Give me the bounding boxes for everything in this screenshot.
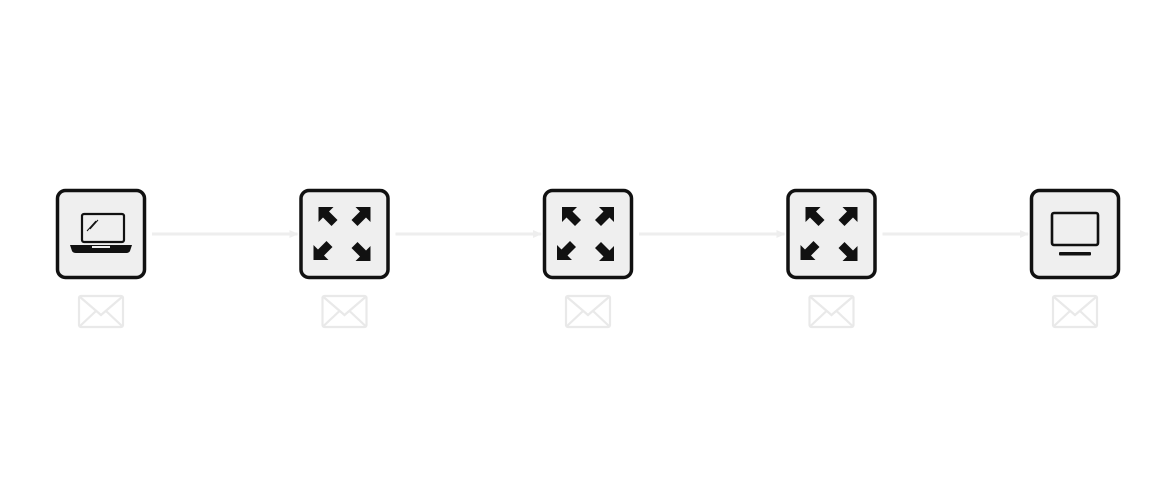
envelope-icon [564,294,612,329]
envelope-icon [321,294,368,329]
envelope-icon [1051,294,1099,329]
node-router-1 [299,188,390,280]
node-router-2 [542,188,634,280]
node-box [55,188,147,280]
node-monitor [1029,188,1121,280]
envelope-icon [77,294,125,329]
node-laptop [55,188,147,280]
nodes-layer [55,188,1121,329]
node-router-3 [786,188,877,280]
node-box [1029,188,1121,280]
router-arrows-icon [557,207,614,261]
envelope-icon [808,294,855,329]
router-arrows-icon [800,207,858,261]
node-box [542,188,634,280]
laptop-icon [70,212,132,253]
monitor-icon [1050,211,1100,256]
node-box [786,188,877,280]
router-arrows-icon [313,207,371,261]
node-box [299,188,390,280]
